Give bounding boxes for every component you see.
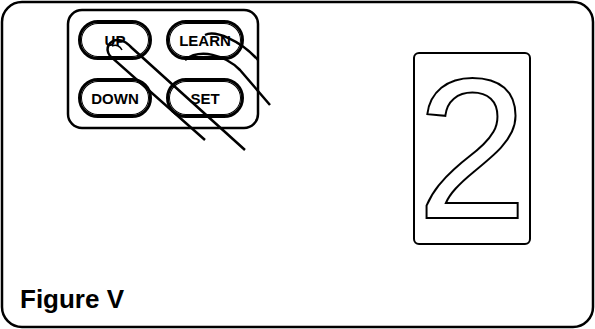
- button-label: LEARN: [179, 32, 231, 49]
- button-label: UP: [105, 32, 126, 49]
- keypad-button: SET: [166, 78, 244, 118]
- finger-lower-edge: [108, 40, 205, 140]
- fingernail: [112, 45, 122, 50]
- hand-back: [205, 34, 258, 60]
- keypad-button: DOWN: [78, 78, 152, 118]
- digit-display: 2: [413, 52, 531, 245]
- keypad-panel: [68, 10, 258, 128]
- hand-knuckle: [185, 54, 270, 105]
- keypad-button: LEARN: [166, 20, 244, 60]
- display-digit: 2: [416, 49, 527, 249]
- button-label: SET: [190, 90, 219, 107]
- figure-caption: Figure V: [20, 284, 124, 315]
- button-label: DOWN: [91, 90, 139, 107]
- finger-upper-edge: [118, 40, 245, 150]
- keypad-button: UP: [78, 20, 152, 60]
